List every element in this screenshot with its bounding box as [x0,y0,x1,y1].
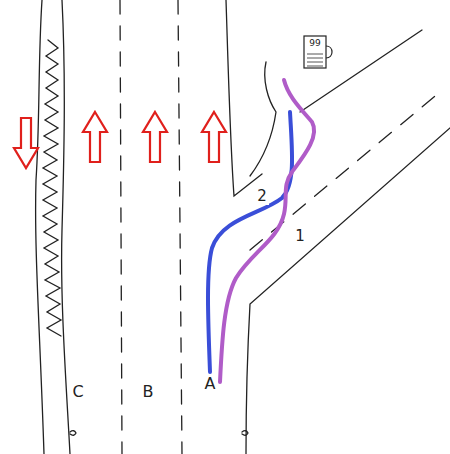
curb-hatching [43,40,61,336]
direction-arrows [14,112,226,168]
lane-divider [178,0,182,454]
blue-route [208,112,292,372]
road-edge [300,30,422,112]
up-arrow [143,112,167,162]
curb-line [36,0,44,454]
callout-number: 1 [293,228,307,245]
purple-route [220,80,314,382]
sign-hatch [307,54,323,66]
road-edge [250,62,276,176]
tick-mark [70,431,76,436]
lane-letter: A [203,375,218,393]
lane-letter: C [70,383,85,401]
curb-line [62,0,70,454]
station-sign [304,36,332,68]
tick-mark [242,431,248,436]
road-edge [246,128,450,454]
road-lines [36,0,450,454]
up-arrow [83,112,107,162]
down-arrow [14,118,38,168]
up-arrow [202,112,226,162]
lane-letter: B [141,383,156,401]
callout-number: 2 [255,188,269,205]
sign-handle [326,46,332,58]
lane-divider [120,0,122,454]
sign-number: 99 [309,39,320,48]
sign-board [304,36,326,68]
